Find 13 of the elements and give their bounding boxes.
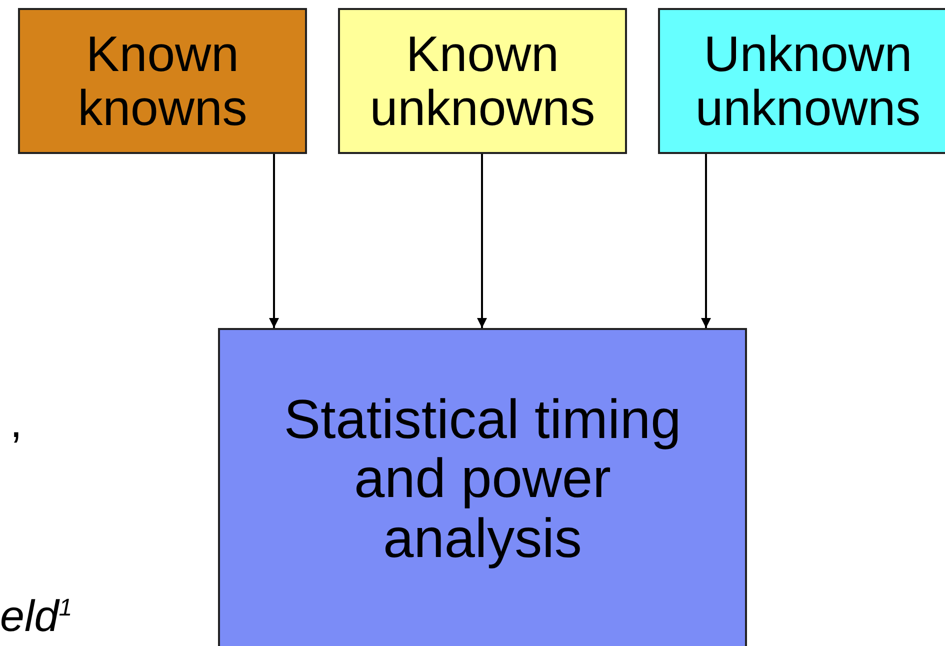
arrow (269, 154, 279, 328)
box-label: Unknown unknowns (694, 27, 922, 135)
arrow (701, 154, 711, 328)
text-fragment: , (10, 398, 22, 448)
text-fragment: eld$^{1}$ (0, 592, 72, 642)
box-label: Statistical timing and power analysis (282, 387, 682, 568)
process-box (338, 8, 627, 154)
box-label: Known unknowns (368, 27, 596, 135)
process-box (18, 8, 307, 154)
box-label: Known knowns (76, 27, 248, 135)
process-box (658, 8, 945, 154)
arrow (477, 154, 487, 328)
process-box (218, 328, 747, 646)
